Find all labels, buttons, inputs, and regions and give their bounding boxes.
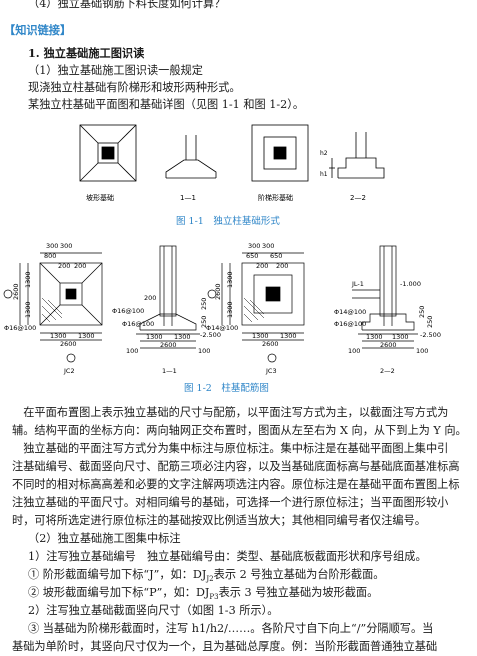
jc3-dim-bottom-1300b: 1300 <box>280 332 297 340</box>
jc2-dim-bottom-2600: 2600 <box>60 340 77 348</box>
jc2-dim-bottom-1300b: 1300 <box>78 332 95 340</box>
jc3-dim-650a: 650 <box>246 252 258 260</box>
section-1-1-detail <box>136 245 200 349</box>
s22-dim-100b: 100 <box>416 347 428 355</box>
jc3-dim-200b: 200 <box>276 262 288 270</box>
jc2-dim-200b: 200 <box>74 262 86 270</box>
body-line-2: 辅。结构平面的坐标方向：两向轴网正交布置时，图面从左至右为 X 向，从下到上为 … <box>12 424 467 437</box>
jc3-dim-300b: 300 <box>262 242 274 250</box>
s22-label: 2—2 <box>380 367 395 375</box>
heading-1: 1. 独立基础施工图识读 <box>28 46 145 60</box>
s22-dim-100a: 100 <box>348 347 360 355</box>
jc3-dim-300a: 300 <box>248 242 260 250</box>
subheading-2: （2）独立基础施工图集中标注 <box>28 532 181 545</box>
jc3-rebar: Φ14@100 <box>206 324 238 332</box>
figure-1-1: h2 h1 坡形基础 1—1 阶梯形基础 2—2 <box>79 124 385 202</box>
s22-rebar-a: Φ14@100 <box>334 308 366 316</box>
jc2-dim-200a: 200 <box>58 262 70 270</box>
jc2-rebar: Φ16@100 <box>4 324 36 332</box>
figure-1-2: 300 300 800 200 200 2600 1300 1300 Φ16@1… <box>3 242 441 375</box>
s22-dim-250a: 250 <box>418 306 426 318</box>
jc3-dim-650b: 650 <box>270 252 282 260</box>
s11-dim-100a: 100 <box>126 347 138 355</box>
label-stepped: 阶梯形基础 <box>258 193 293 202</box>
list-item-3: ② 坡形截面编号加下标“P”，如：DJP3表示 3 号独立基础为坡形截面。 <box>28 586 379 602</box>
jc2-dim-300b: 300 <box>60 242 72 250</box>
label-sloped: 坡形基础 <box>86 193 114 202</box>
paragraph-1: 现浇独立柱基础有阶梯形和坡形两种形式。 <box>28 81 241 94</box>
label-section-2-2: 2—2 <box>350 194 366 202</box>
stepped-foundation-plan <box>251 124 309 182</box>
jc2-dim-1300b: 1300 <box>24 301 32 318</box>
s11-elev: -2.500 <box>200 331 221 339</box>
subheading-1: （1）独立基础施工图识读一般规定 <box>28 64 203 77</box>
jc3-dim-1300a: 1300 <box>226 271 234 288</box>
jc2-dim-bottom-1300a: 1300 <box>50 332 67 340</box>
jc3-label: JC3 <box>265 367 277 375</box>
s11-rebar-a: Φ16@100 <box>112 307 144 315</box>
jc2-dim-1300a: 1300 <box>24 271 32 288</box>
body-line-3: 独立基础的平面注写方式分为集中标注与原位标注。集中标注是在基础平面图上集中引 <box>12 442 449 455</box>
s11-dim-2600: 2600 <box>160 341 177 349</box>
jc3-dim-2600: 2600 <box>214 283 222 300</box>
figure-1-2-caption: 图 1-2 柱基配筋图 <box>184 383 269 394</box>
jc3-dim-bottom-1300a: 1300 <box>252 332 269 340</box>
list-item-4: 2）注写独立基础截面竖向尺寸（如图 1-3 所示）。 <box>28 604 279 617</box>
s22-dim-250b: 250 <box>426 316 434 328</box>
question-4: （4）独立基础钢筋下料长度如何计算？ <box>28 0 226 10</box>
figure-1-1-caption: 图 1-1 独立柱基础形式 <box>176 216 280 227</box>
s22-elev-top: -1.000 <box>400 280 421 288</box>
s11-dim-100b: 100 <box>198 347 210 355</box>
s11-dim-1300a: 1300 <box>146 333 163 341</box>
section-2-2 <box>329 132 385 179</box>
s11-label: 1—1 <box>162 367 177 375</box>
section-tag: 【知识链接】 <box>4 23 72 37</box>
list-item-6: 基础为单阶时，其竖向尺寸仅为一个，且为基础总厚度。例：当阶形截面普通独立基础 <box>12 640 438 653</box>
jc2-label: JC2 <box>63 367 75 375</box>
jc2-dim-800: 800 <box>44 252 56 260</box>
jc2-dim-300a: 300 <box>46 242 58 250</box>
s11-dim-1300b: 1300 <box>174 333 191 341</box>
s22-beam-label: JL-1 <box>351 280 364 288</box>
body-line-4: 注基础编号、截面竖向尺寸、配筋三项必注内容，以及当基础底面标高与基础底面基准标高 <box>12 460 460 473</box>
section-2-2-detail <box>352 245 418 349</box>
s22-dim-1300b: 1300 <box>392 333 409 341</box>
paragraph-2: 某独立柱基础平面图和基础详图（见图 1-1 和图 1-2）。 <box>28 98 305 111</box>
jc3-dim-1300b: 1300 <box>226 301 234 318</box>
jc3-plan <box>207 252 305 363</box>
body-line-1: 在平面布置图上表示独立基础的尺寸与配筋，以平面注写方式为主，以截面注写方式为 <box>12 406 449 419</box>
dim-h1: h1 <box>320 171 328 178</box>
s22-dim-1300a: 1300 <box>366 333 383 341</box>
jc3-dim-bottom-2600: 2600 <box>262 340 279 348</box>
s11-rebar-b: Φ16@100 <box>122 320 154 328</box>
sloped-foundation-plan <box>79 124 137 182</box>
s11-dim-250a: 250 <box>200 298 208 310</box>
s22-dim-2600: 2600 <box>380 341 397 349</box>
s22-elev: -2.500 <box>420 331 441 339</box>
list-item-5: ③ 当基础为阶梯形截面时，注写 h1/h2/……。各阶尺寸自下向上“/”分隔顺写… <box>28 622 434 635</box>
list-item-1: 1）注写独立基础编号 独立基础编号由：类型、基础底板截面形状和序号组成。 <box>28 550 427 563</box>
s11-dim-250b: 250 <box>200 316 208 328</box>
body-line-5: 不同时的相对标高高差和必要的文字注解两项选注内容。原位标注是在基础平面布置图上标 <box>12 478 460 491</box>
list-item-2: ① 阶形截面编号加下标“J”，如：DJJ2表示 2 号独立基础为台阶形截面。 <box>28 568 385 584</box>
jc2-dim-2600: 2600 <box>12 283 20 300</box>
dim-h2: h2 <box>320 150 328 157</box>
label-section-1-1: 1—1 <box>180 194 196 202</box>
body-line-6: 注独立基础的平面尺寸。对相同编号的基础，可选择一个进行原位标注；当平面图形较小 <box>12 496 449 509</box>
body-line-7: 时，可将所选定进行原位标注的基础按双比例适当放大；其他相同编号者仅注编号。 <box>12 514 426 527</box>
s11-dim-200: 200 <box>144 294 156 302</box>
jc3-dim-200a: 200 <box>256 262 268 270</box>
jc2-plan <box>3 252 103 363</box>
section-1-1 <box>165 135 217 179</box>
s22-rebar-b: Φ16@100 <box>334 320 366 328</box>
